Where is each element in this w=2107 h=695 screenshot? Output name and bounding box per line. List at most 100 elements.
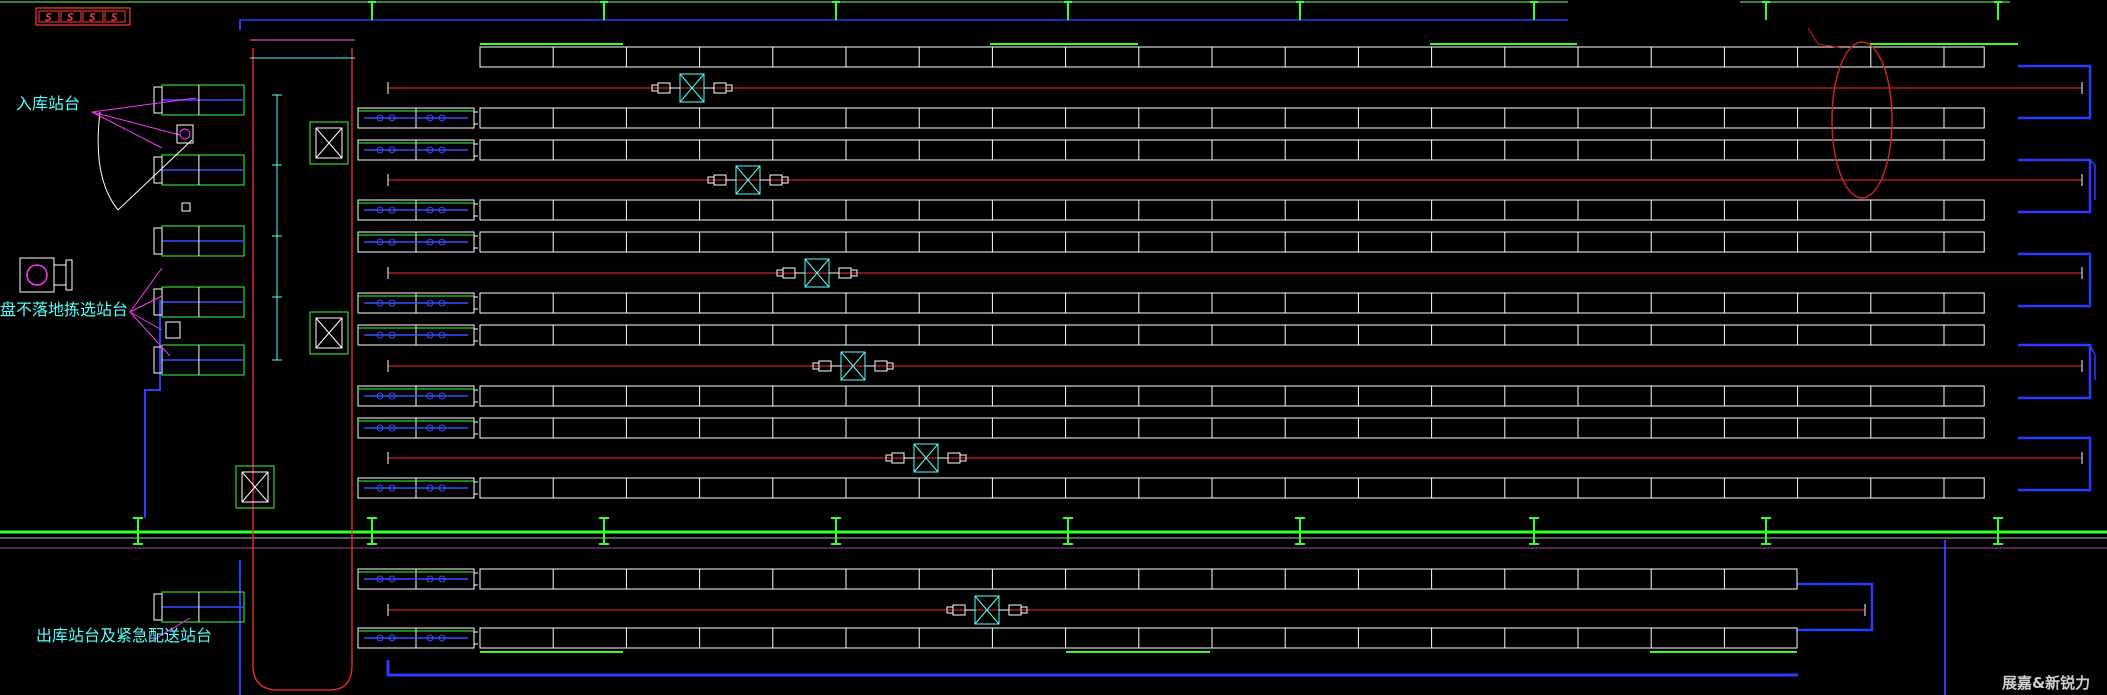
fixture-dial xyxy=(179,128,191,140)
label-leader xyxy=(149,617,191,643)
stacker-tracks xyxy=(0,27,2107,691)
conveyor-roller xyxy=(376,114,384,122)
conveyor-roller xyxy=(376,575,384,583)
crane-bumper xyxy=(959,454,967,462)
conveyor-roller xyxy=(426,575,434,583)
rack-row xyxy=(479,46,1985,68)
outbound-conveyor xyxy=(153,591,245,623)
conveyor-roller xyxy=(376,331,384,339)
top-wall xyxy=(239,19,1568,30)
picking-device xyxy=(19,257,73,293)
stacker-crane xyxy=(812,351,894,381)
rack-row xyxy=(479,107,1985,129)
conveyor-roller xyxy=(388,484,396,492)
conveyor-unit xyxy=(357,231,478,253)
device-plate xyxy=(65,259,73,291)
crane-bumper xyxy=(776,269,784,277)
conveyor-roller xyxy=(426,634,434,642)
conveyor-unit xyxy=(357,477,478,499)
rack-outline xyxy=(479,417,1985,439)
callout-leader xyxy=(1807,27,1843,49)
conveyor-unit xyxy=(357,417,478,439)
crane-bumper xyxy=(812,362,820,370)
car-cross xyxy=(241,471,269,503)
watermark: 展嘉&新锐力 xyxy=(2002,674,2090,692)
rack-outline xyxy=(479,107,1985,129)
conveyor-roller xyxy=(376,299,384,307)
badge-glyph: S xyxy=(45,11,52,24)
fixture-box xyxy=(165,321,181,339)
conveyor-roller xyxy=(438,392,446,400)
crane-bumper xyxy=(946,606,954,614)
conveyor-roller xyxy=(388,146,396,154)
callout-ellipse xyxy=(1831,41,1893,199)
badge-cell xyxy=(82,10,104,23)
conveyor-roller xyxy=(438,575,446,583)
conveyor-roller xyxy=(426,238,434,246)
station-end xyxy=(153,346,163,374)
rack-outline xyxy=(479,292,1985,314)
rack-end-return xyxy=(2018,252,2092,308)
transfer-car xyxy=(235,465,275,509)
conveyor-roller xyxy=(426,146,434,154)
conveyor-unit xyxy=(357,324,478,346)
fixture-box xyxy=(181,202,191,212)
badge-cell xyxy=(104,10,126,23)
storage-racks xyxy=(479,46,1985,649)
crane-bumper xyxy=(886,362,894,370)
badge-cell xyxy=(38,10,60,23)
inbound-conveyor xyxy=(153,154,245,186)
station-end xyxy=(153,86,163,114)
car-body xyxy=(315,317,343,349)
bottom-wall xyxy=(386,660,1798,677)
device-dial xyxy=(26,264,48,286)
badge-glyph: S xyxy=(67,11,74,24)
crane-bumper xyxy=(725,84,733,92)
transfer-loop xyxy=(252,48,353,691)
crane-bumper xyxy=(707,176,715,184)
conveyor-unit xyxy=(357,199,478,221)
conveyor-roller xyxy=(426,114,434,122)
inbound-conveyor xyxy=(153,344,245,376)
conveyor-roller xyxy=(438,634,446,642)
car-cross xyxy=(315,317,343,349)
rack-row xyxy=(479,385,1985,407)
conveyor-unit xyxy=(357,385,478,407)
left-inner-wall xyxy=(144,300,161,518)
building-walls xyxy=(144,19,2096,695)
station-end xyxy=(153,593,163,621)
door-leaf xyxy=(117,139,193,211)
rack-end-return-lower xyxy=(1797,582,1874,632)
fixture-box xyxy=(176,124,194,144)
rack-row xyxy=(479,417,1985,439)
car-cross xyxy=(315,127,343,159)
inbound-conveyor xyxy=(153,84,245,116)
crane-cross xyxy=(913,443,939,473)
inbound-station-label: 入库站台 xyxy=(16,94,80,113)
outbound-station-label: 出库站台及紧急配送站台 xyxy=(36,626,212,645)
label-leader xyxy=(129,311,171,357)
conveyor-roller xyxy=(426,392,434,400)
rack-outline xyxy=(479,199,1985,221)
conveyor-roller xyxy=(426,206,434,214)
rack-end-return xyxy=(2018,343,2092,400)
transfer-car xyxy=(309,311,349,355)
conveyor-roller xyxy=(388,634,396,642)
crane-cross xyxy=(735,165,761,195)
rack-row xyxy=(479,139,1985,161)
conveyor-roller xyxy=(376,484,384,492)
workstations xyxy=(19,39,355,643)
conveyor-roller xyxy=(426,299,434,307)
conveyor-roller xyxy=(438,238,446,246)
stacker-crane xyxy=(776,258,858,288)
conveyor-roller xyxy=(388,238,396,246)
stacker-crane xyxy=(885,443,967,473)
crane-cross xyxy=(679,73,705,103)
inbound-conveyor xyxy=(153,225,245,257)
rack-end-return xyxy=(2018,436,2092,492)
rack-row xyxy=(479,324,1985,346)
station-end xyxy=(153,288,163,316)
rack-row xyxy=(479,292,1985,314)
rack-outline xyxy=(479,139,1985,161)
